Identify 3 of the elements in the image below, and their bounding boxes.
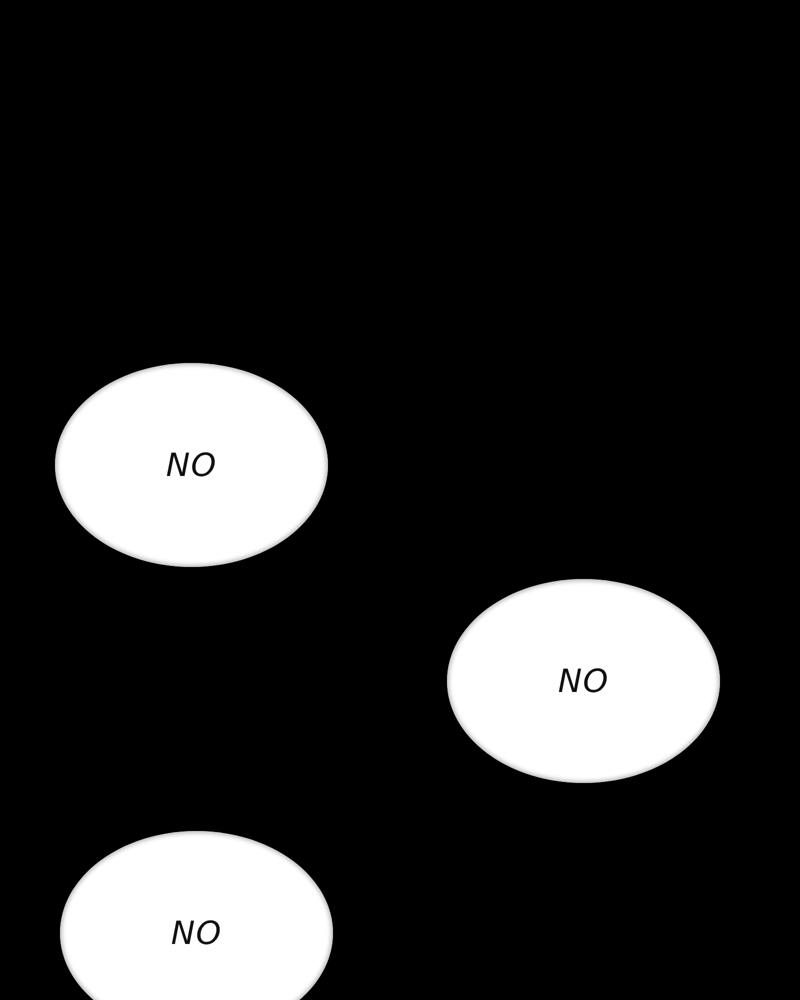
- speech-text: NO: [170, 914, 222, 952]
- speech-text: NO: [558, 662, 610, 700]
- speech-text: NO: [166, 446, 218, 484]
